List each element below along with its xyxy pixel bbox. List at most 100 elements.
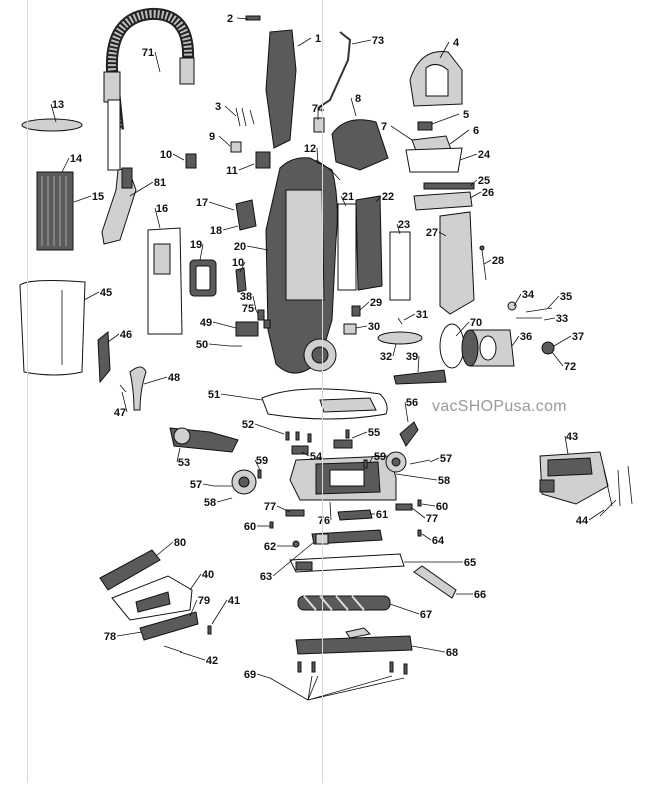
part-10-b [235,267,247,293]
callout-78: 78 [104,631,116,643]
part-37 [541,341,555,355]
leader-line-36 [511,335,520,347]
callout-81: 81 [154,177,166,189]
callout-34: 34 [522,289,535,301]
leader-line-50 [208,343,231,347]
callout-70: 70 [470,317,482,329]
leader-line-47 [121,391,128,413]
leader-line-56 [404,401,409,423]
leader-line-58 [395,473,438,481]
callout-80: 80 [174,537,186,549]
part-34 [507,301,517,311]
leader-line-80 [155,541,174,557]
callout-20: 20 [234,241,246,253]
leader-line-4 [439,41,450,59]
callout-41: 41 [228,595,240,607]
part-36-motor [461,329,515,367]
leader-line-20 [246,245,269,251]
leader-line-46 [107,333,120,343]
callout-16: 16 [156,203,168,215]
callout-19: 19 [190,239,202,251]
leader-line-6 [449,129,470,145]
leader-line-73 [351,39,372,45]
part-9 [230,141,242,153]
callout-74: 74 [312,103,325,115]
leader-line-12 [316,147,319,165]
part-69-screws [269,661,408,701]
leader-line-76 [329,501,332,521]
leader-line-67 [389,603,420,615]
callout-10: 10 [160,149,172,161]
leader-line-15 [73,195,92,203]
part-49 [235,321,259,337]
callout-71: 71 [142,47,154,59]
callout-57: 57 [440,453,452,465]
part-14-filter [36,171,74,251]
leader-line-38 [252,295,257,311]
callout-26: 26 [482,187,494,199]
leader-line-45 [83,291,100,301]
callout-13: 13 [52,99,64,111]
callout-73: 73 [372,35,384,47]
callout-15: 15 [92,191,104,203]
part-5 [417,121,433,131]
callout-67: 67 [420,609,432,621]
leader-line-28 [483,259,492,265]
leader-line-10 [239,261,246,273]
part-30 [343,323,357,335]
part-29 [351,305,361,317]
callout-35: 35 [560,291,572,303]
leader-line-53 [176,447,181,463]
callout-3: 3 [215,101,221,113]
leader-line-1 [297,37,312,47]
callout-59: 59 [256,455,268,467]
part-35 [525,307,553,313]
leader-line-57 [429,457,440,463]
callout-49: 49 [200,317,212,329]
part-81-wand [101,167,137,245]
leader-line-10 [172,153,185,161]
leader-line-23 [396,223,401,235]
part-43-handle-assembly [539,451,609,505]
leader-line-40 [189,573,202,591]
leader-line-59 [369,455,374,463]
leader-line-75 [254,307,259,315]
callout-29: 29 [370,297,382,309]
callout-17: 17 [196,197,208,209]
leader-line-7 [390,125,413,141]
callout-63: 63 [260,571,272,583]
leader-line-81 [129,181,154,197]
callout-1: 1 [315,33,321,45]
leader-line-5 [431,113,460,125]
leader-line-26 [469,191,482,199]
callout-4: 4 [453,37,460,49]
part-73-cord [317,31,352,109]
callout-42: 42 [206,655,218,667]
callout-57: 57 [190,479,202,491]
part-21 [337,203,357,291]
callout-40: 40 [202,569,214,581]
part-74 [313,117,325,133]
leader-line-57 [202,483,215,487]
part-77 [285,509,305,517]
leader-line-44 [588,509,605,521]
callout-77: 77 [426,513,438,525]
part-46 [97,331,111,384]
callout-58: 58 [438,475,450,487]
leader-line-16 [154,207,161,229]
callout-50: 50 [196,339,208,351]
part-53-brushroll-assembly [169,427,239,453]
leader-line-14 [61,157,70,173]
callout-18: 18 [210,225,222,237]
callout-31: 31 [416,309,428,321]
callout-59: 59 [374,451,386,463]
callout-24: 24 [478,149,491,161]
callout-14: 14 [70,153,83,165]
leader-line-54 [301,451,310,457]
callout-60: 60 [244,521,256,533]
callout-60: 60 [436,501,448,513]
callout-2: 2 [227,13,233,25]
leader-line-22 [375,195,382,203]
leader-line-77 [276,505,291,513]
